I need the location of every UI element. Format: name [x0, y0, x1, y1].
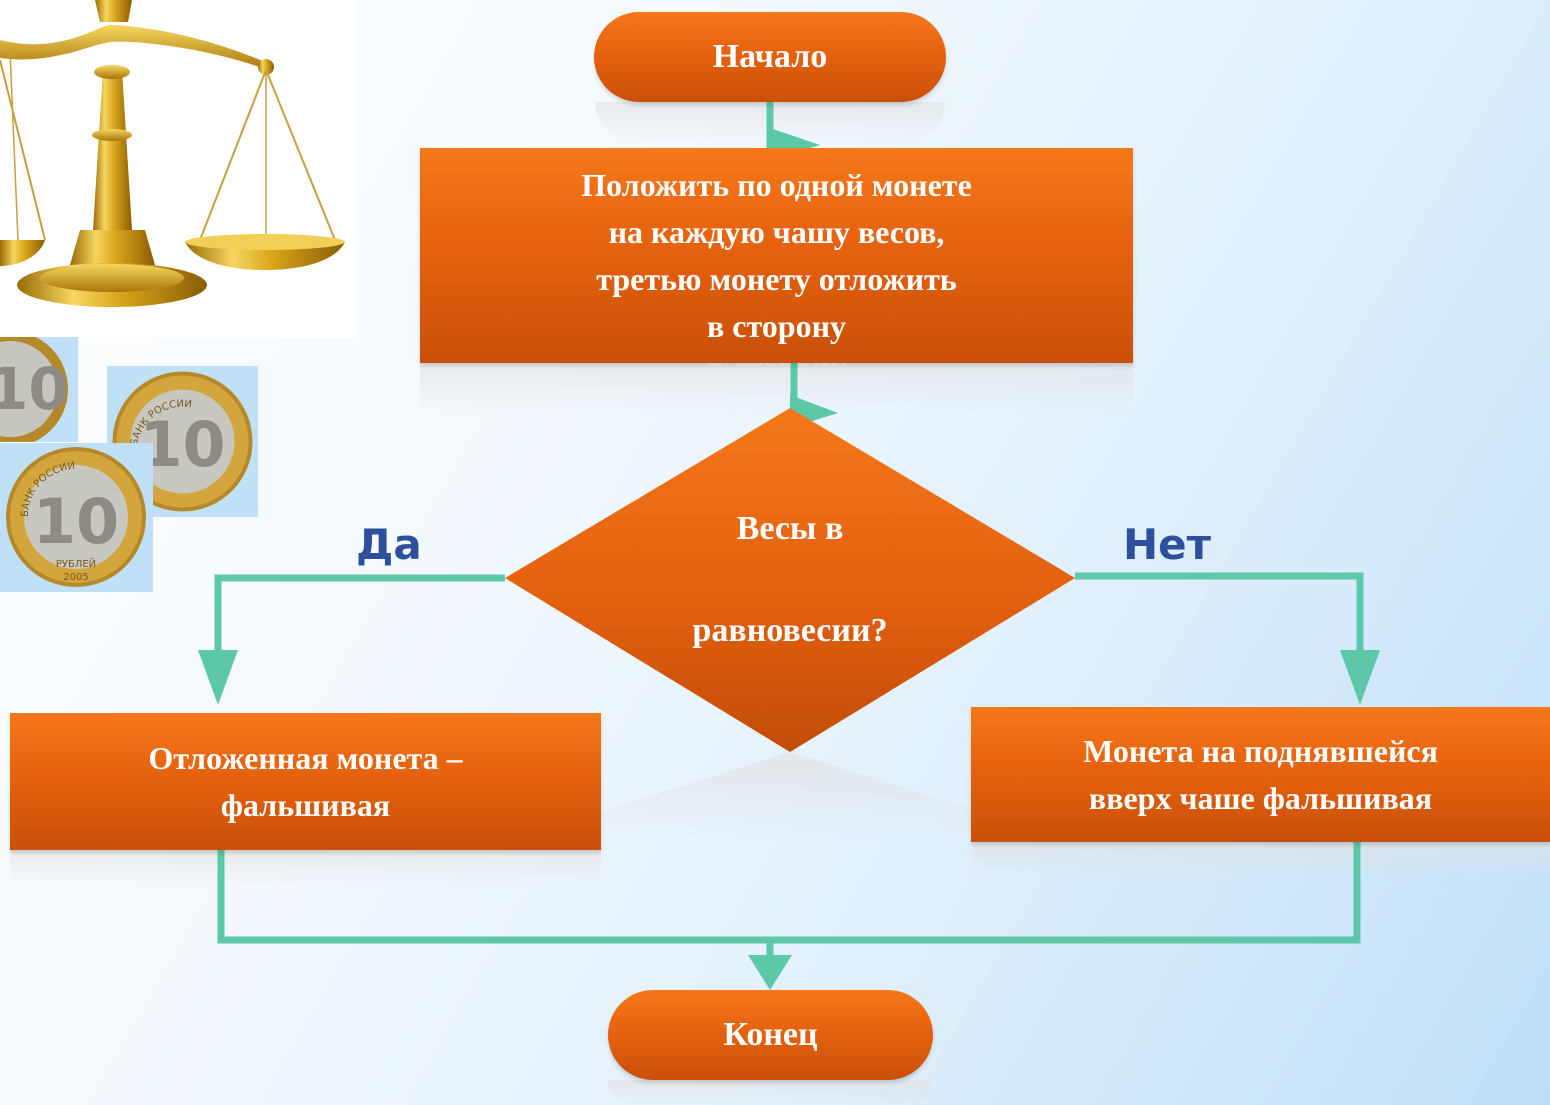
coin-image-3: 10 БАНК РОССИИ РУБЛЕЙ 2005 — [0, 443, 153, 592]
connector-yes-to-merge — [217, 840, 1361, 944]
step1-reflection: в сторону — [420, 363, 1133, 413]
coin-image-2: 10 БАНК РОССИИ — [107, 366, 258, 517]
start-terminal: Начало — [594, 12, 946, 102]
end-reflection — [608, 1080, 933, 1105]
arrow-down-icon — [748, 955, 792, 990]
svg-text:10: 10 — [33, 485, 119, 558]
result-line: фальшивая — [220, 786, 391, 823]
arrow-down-icon — [198, 650, 238, 705]
result-fake-set-aside: Отложенная монета – фальшивая — [10, 713, 601, 850]
svg-text:РУБЛЕЙ: РУБЛЕЙ — [56, 557, 96, 570]
start-label: Начало — [712, 38, 828, 75]
balance-scale-icon — [0, 0, 345, 307]
coin-icon: 10 — [0, 337, 69, 442]
svg-text:10: 10 — [0, 355, 69, 423]
connector-yes-branch — [214, 574, 505, 660]
process-line: в сторону — [706, 307, 846, 344]
no-label: Нет — [1123, 520, 1211, 569]
end-terminal: Конец — [608, 990, 933, 1080]
process-line: Положить по одной монете — [581, 166, 972, 203]
svg-text:10: 10 — [139, 408, 225, 481]
svg-text:2005: 2005 — [63, 572, 88, 583]
result-line: Монета на поднявшейся — [1083, 732, 1438, 769]
result-fake-raised-pan: Монета на поднявшейся вверх чаше фальшив… — [971, 707, 1550, 842]
decision-label-line1: Весы в — [736, 510, 844, 547]
yes-label: Да — [356, 520, 422, 569]
no-result-reflection — [971, 842, 1550, 877]
process-step-place-coins: Положить по одной монете на каждую чашу … — [420, 148, 1133, 363]
yes-result-reflection — [10, 850, 601, 885]
process-line: третью монету отложить — [596, 260, 957, 297]
end-label: Конец — [723, 1016, 818, 1053]
result-line: вверх чаше фальшивая — [1088, 779, 1433, 816]
result-line: Отложенная монета – — [148, 739, 463, 776]
arrow-down-icon — [1340, 650, 1380, 705]
balance-scale-image — [0, 0, 357, 338]
process-line: на каждую чашу весов, — [608, 213, 945, 250]
connector-no-branch — [1075, 572, 1364, 660]
decision-label-line2: равновесии? — [692, 612, 888, 649]
coin-image-1: 10 — [0, 337, 78, 442]
coin-icon: 10 БАНК РОССИИ РУБЛЕЙ 2005 — [6, 447, 146, 587]
